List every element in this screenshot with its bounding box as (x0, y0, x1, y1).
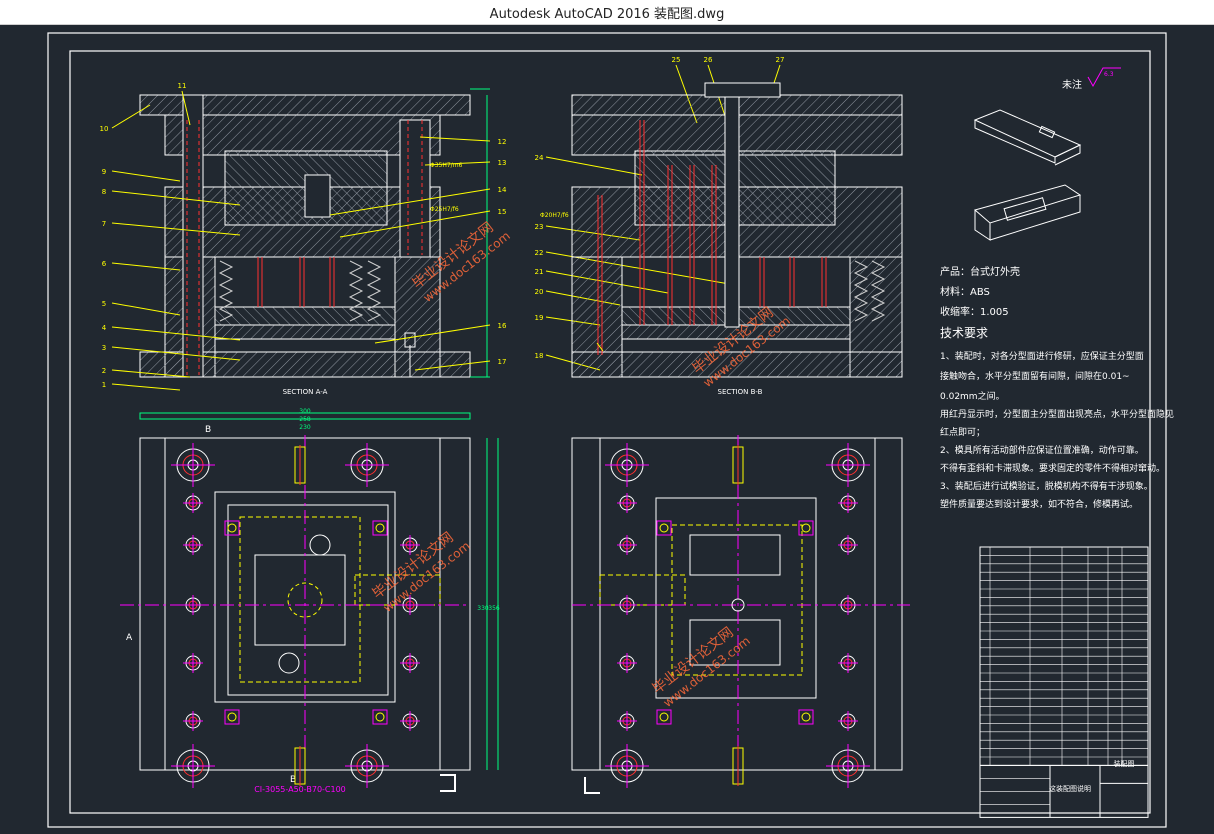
note-line-5: 红点即可； (940, 426, 985, 438)
part-number: 14 (498, 186, 507, 194)
plan-dim-2: 258 (299, 416, 311, 423)
note-line-3: 0.02mm之间。 (940, 390, 1005, 402)
part-number: 12 (498, 138, 507, 146)
part-number: 2 (102, 367, 106, 375)
window-title-bar: Autodesk AutoCAD 2016 装配图.dwg (0, 0, 1214, 25)
section-b-view (571, 82, 903, 378)
part-number: 23 (535, 223, 544, 231)
roughness-value: 6.3 (1104, 71, 1114, 78)
plan-dim-3: 230 (299, 424, 311, 431)
part-number: 26 (704, 56, 713, 64)
part-number: 15 (498, 208, 507, 216)
part-number: 8 (102, 188, 106, 196)
part-number: 10 (100, 125, 109, 133)
note-line-2: 接触吻合，水平分型面留有间隙，间隙在0.01~ (940, 370, 1130, 382)
roughness-symbol (1087, 67, 1121, 88)
inner-border (69, 50, 1151, 814)
plan-holes (171, 443, 870, 788)
part-number: 25 (672, 56, 681, 64)
note-line-7: 不得有歪斜和卡滞现象。要求固定的零件不得相对窜动。 (940, 462, 1165, 474)
part-number: 11 (178, 82, 187, 90)
window-title: Autodesk AutoCAD 2016 装配图.dwg (489, 7, 725, 22)
title-block-sheet: 装配图 (1114, 759, 1135, 768)
part-number: 27 (776, 56, 785, 64)
part-3d-sketch (973, 109, 1082, 241)
part-number: 21 (535, 268, 544, 276)
section-a-label: SECTION A-A (283, 388, 328, 396)
part-number: 7 (102, 220, 106, 228)
part-number: 17 (498, 358, 507, 366)
fit-label-1: Φ35H7/m6 (430, 162, 463, 169)
part-number: 5 (102, 300, 106, 308)
part-number: 1 (102, 381, 106, 389)
note-line-1: 1、装配时，对各分型面进行修研，应保证主分型面 (940, 350, 1144, 362)
part-number: 16 (498, 322, 507, 330)
plan-view-moving-half (120, 412, 499, 792)
note-material: 材料：ABS (940, 285, 990, 298)
section-b-label: SECTION B-B (718, 388, 763, 396)
view-marker-a: A (126, 633, 133, 643)
note-shrink: 收缩率：1.005 (940, 305, 1009, 318)
plan-view-fixed-half (571, 435, 910, 794)
part-number: 18 (535, 352, 544, 360)
section-a-view (139, 88, 490, 378)
note-tech-title: 技术要求 (940, 326, 988, 340)
fit-label-2: Φ25H7/f6 (430, 206, 459, 213)
view-marker-b-top: B (205, 425, 211, 435)
part-number: 3 (102, 344, 106, 352)
note-line-8: 3、装配后进行试模验证，脱模机构不得有干涉现象。 (940, 480, 1153, 492)
note-product: 产品：台式灯外壳 (940, 265, 1020, 278)
part-number: 20 (535, 288, 544, 296)
note-line-4: 用红丹显示时，分型面主分型面出现亮点，水平分型面隐见 (940, 408, 1174, 420)
plan-dim-5: 356 (488, 605, 500, 612)
part-number: 24 (535, 154, 544, 162)
fit-label-3: Φ20H7/f6 (540, 212, 569, 219)
watermark-3: 毕业设计论文网 www.doc163.com (370, 529, 473, 615)
plan-dim-1: 300 (299, 408, 311, 415)
part-number: 9 (102, 168, 106, 176)
roughness-note: 未注 (1062, 78, 1082, 91)
part-number: 6 (102, 260, 107, 268)
part-number: 22 (535, 249, 544, 257)
part-number: 4 (102, 324, 107, 332)
note-line-9: 塑件质量要达到设计要求，如不符合，修模再试。 (940, 498, 1138, 510)
outer-border (47, 32, 1167, 828)
title-block-drawing-name: 这装配图说明 (1049, 784, 1091, 793)
bom-table (979, 546, 1149, 818)
mold-base-label: CI-3055-A50-B70-C100 (254, 785, 346, 794)
part-number: 19 (535, 314, 544, 322)
plan-dim-4: 330 (477, 605, 489, 612)
view-marker-b-bottom: B (290, 775, 296, 785)
note-line-6: 2、模具所有活动部件应保证位置准确，动作可靠。 (940, 444, 1144, 456)
part-number: 13 (498, 159, 507, 167)
